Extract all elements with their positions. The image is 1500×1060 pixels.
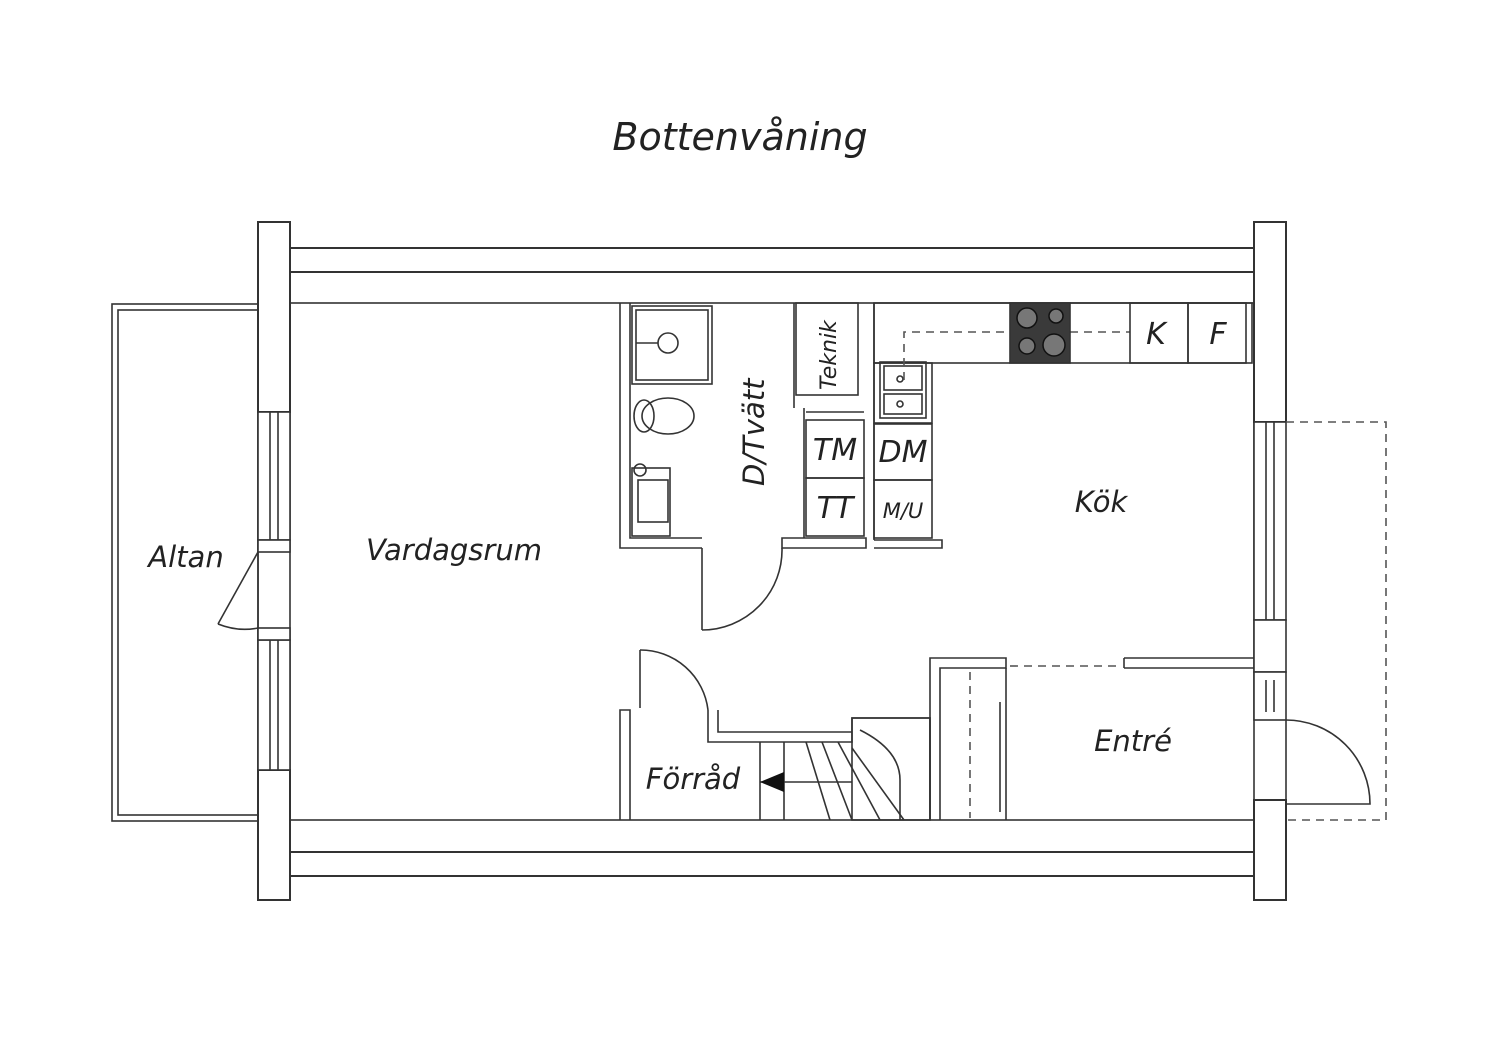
label-fridge: K: [1146, 317, 1168, 352]
bathroom: [619, 303, 867, 549]
staircase: [619, 650, 931, 821]
room-label-hallway: Entré: [1094, 724, 1172, 758]
deck-door: [217, 551, 259, 631]
outer-walls: [257, 221, 1287, 901]
room-label-deck: Altan: [146, 540, 223, 574]
right-windows: [1253, 421, 1387, 821]
label-dryer: TT: [817, 491, 856, 526]
stair-direction-arrow: [760, 772, 784, 792]
room-label-storage: Förråd: [646, 762, 741, 796]
label-washer: TM: [813, 433, 857, 468]
label-dishwasher: DM: [879, 435, 928, 470]
floor-title: Bottenvåning: [612, 115, 867, 159]
room-label-living-room: Vardagsrum: [366, 533, 542, 567]
label-microwave-oven: M/U: [883, 499, 924, 523]
laundry-units: TM TT: [805, 411, 865, 537]
technical-cabinet: Teknik: [795, 302, 859, 396]
label-teknik: Teknik: [817, 319, 842, 390]
entrance-door: [1285, 719, 1371, 805]
kitchen: DM M/U K F: [873, 302, 1253, 549]
hallway: [929, 657, 1254, 820]
storage-door: [639, 649, 709, 711]
deck: [111, 303, 259, 822]
room-label-kitchen: Kök: [1075, 485, 1129, 519]
room-label-shower-laundry: D/Tvätt: [737, 377, 771, 486]
bathroom-door: [701, 547, 783, 631]
left-windows: [257, 411, 291, 771]
label-freezer: F: [1209, 317, 1227, 352]
